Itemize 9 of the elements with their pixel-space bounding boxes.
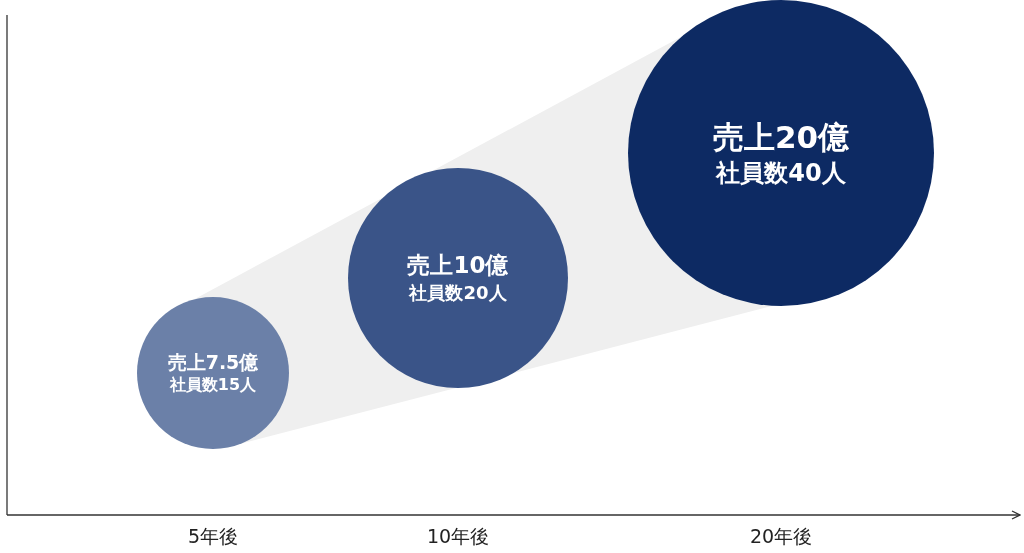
sales-text: 売上20億 <box>712 118 850 158</box>
axis-label: 20年後 <box>749 524 813 549</box>
staff-text: 社員数15人 <box>169 374 257 396</box>
sales-text: 売上10億 <box>407 251 509 281</box>
axis-label: 10年後 <box>426 524 490 549</box>
staff-text: 社員数20人 <box>409 281 507 305</box>
axis-label: 5年後 <box>187 524 239 549</box>
staff-text: 社員数40人 <box>716 157 846 189</box>
sales-text: 売上7.5億 <box>167 350 259 375</box>
